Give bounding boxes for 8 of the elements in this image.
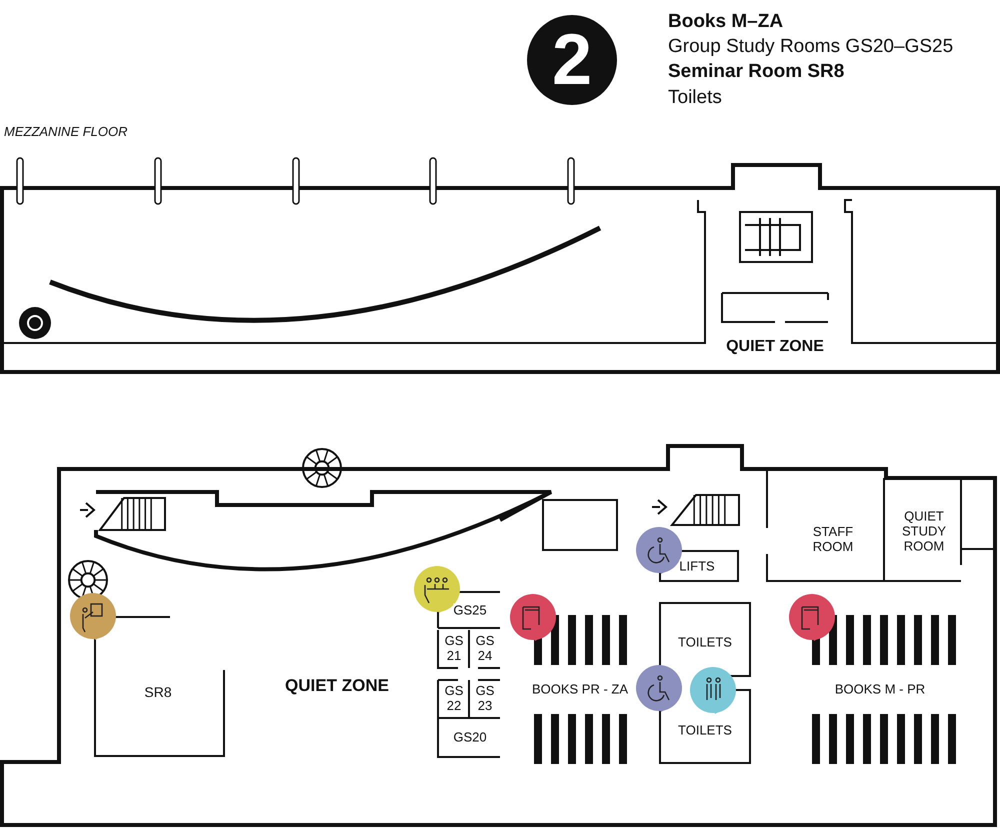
zone-label: QUIET ZONE <box>726 338 824 356</box>
zone-label: QUIET ZONE <box>285 676 389 696</box>
floor-heading: MEZZANINE FLOOR <box>4 124 128 139</box>
header-text: Books M–ZA <box>668 10 784 34</box>
floor-number: 2 <box>527 15 617 105</box>
header-text: Seminar Room SR8 <box>668 60 844 84</box>
header-text: Toilets <box>668 86 722 110</box>
header-text: Group Study Rooms GS20–GS25 <box>668 35 954 59</box>
